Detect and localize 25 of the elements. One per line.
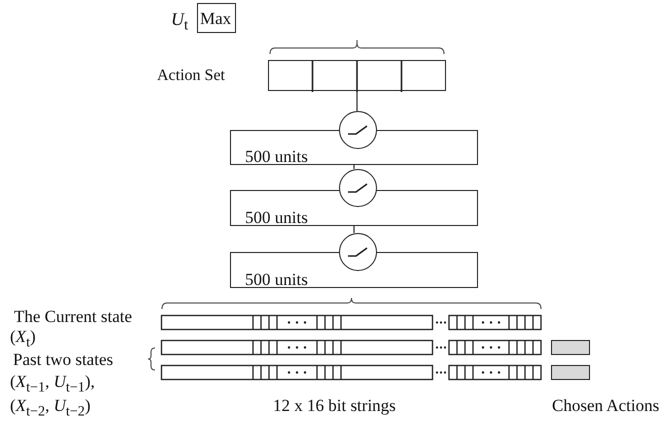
activation-circle (339, 233, 377, 271)
caption-label: Chosen Actions (552, 397, 660, 414)
output-box (197, 3, 236, 33)
activation-circle (339, 111, 377, 149)
layer-label: 500 units (245, 271, 308, 288)
layer-name: Action Set (157, 68, 225, 84)
action-set-row (268, 60, 446, 91)
input-label: Past two states (13, 351, 114, 368)
layer-box (230, 190, 478, 226)
input-label: (X$_{t−1}$, U$_{t−1}$), (10, 373, 95, 395)
input-label: The Current state (14, 308, 132, 325)
output-symbol: U$_{t}$ (171, 10, 188, 34)
action-bar (551, 340, 590, 355)
action-bar (551, 365, 590, 380)
activation-circle (339, 169, 377, 207)
connector-line (353, 226, 355, 233)
layer-label: 500 units (245, 148, 308, 165)
layer-label: 500 units (245, 209, 308, 226)
caption-label: 12 x 16 bit strings (273, 397, 396, 414)
layer-box (230, 130, 478, 165)
layer-label: Max (200, 10, 232, 27)
connector-line (356, 91, 358, 111)
input-label: (X$_{t}$) (10, 328, 36, 350)
input-label: (X$_{t−2}$, U$_{t−2}$) (10, 397, 91, 419)
layer-box (230, 252, 478, 288)
